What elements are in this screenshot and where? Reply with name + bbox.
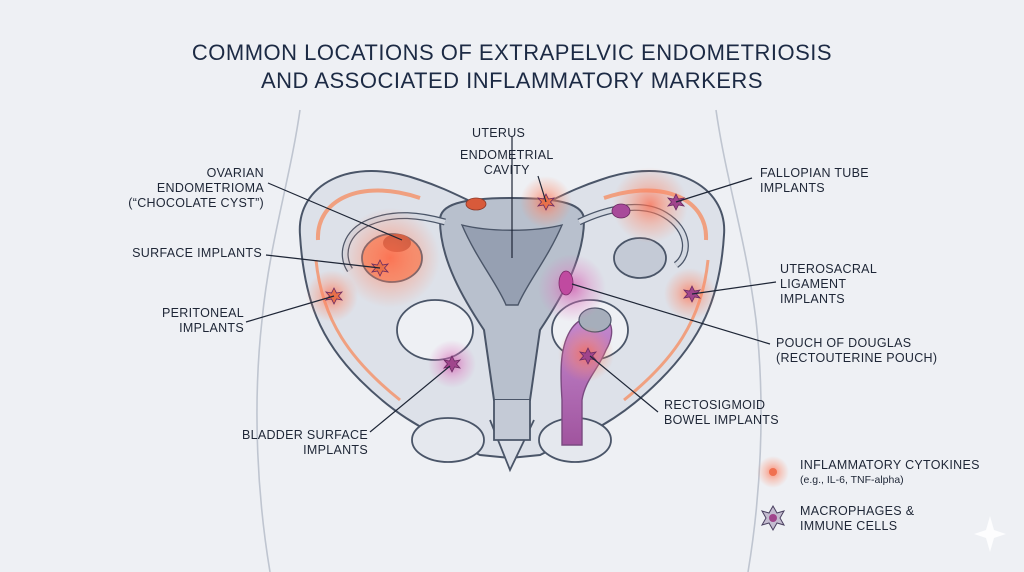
label-uterosacral-line: IMPLANTS <box>780 292 845 306</box>
label-fallopian-line: FALLOPIAN TUBE <box>760 166 869 180</box>
label-uterosacral-ligament-implants: UTEROSACRAL LIGAMENT IMPLANTS <box>780 262 877 307</box>
implant-marker-icon <box>578 347 598 365</box>
legend-macrophage-icon <box>760 504 786 532</box>
label-ovarian-line: OVARIAN <box>206 166 264 180</box>
legend-macrophages: MACROPHAGES & IMMUNE CELLS <box>800 504 914 534</box>
implant-marker-icon <box>442 355 462 373</box>
label-endometrial-cavity: ENDOMETRIAL CAVITY <box>460 148 554 178</box>
glow-ovary <box>340 208 440 308</box>
label-surface-implants: SURFACE IMPLANTS <box>132 246 262 261</box>
label-rectosigmoid-bowel-implants: RECTOSIGMOID BOWEL IMPLANTS <box>664 398 779 428</box>
label-ovarian-line: ENDOMETRIOMA <box>156 181 264 195</box>
label-bladder-line: IMPLANTS <box>303 443 368 457</box>
body-outline-left <box>256 109 301 572</box>
label-uterus: UTERUS <box>472 126 525 141</box>
label-uterosacral-line: UTEROSACRAL <box>780 262 878 276</box>
label-endometrial-cavity-line: ENDOMETRIAL <box>460 148 554 162</box>
label-bladder-line: BLADDER SURFACE <box>241 428 368 442</box>
legend-cytokines: INFLAMMATORY CYTOKINES (e.g., IL-6, TNF-… <box>800 458 980 488</box>
legend-cytokines-subtitle: (e.g., IL-6, TNF-alpha) <box>800 474 904 486</box>
title-line-1: COMMON LOCATIONS OF EXTRAPELVIC ENDOMETR… <box>191 40 833 65</box>
label-pouch-of-douglas: POUCH OF DOUGLAS (RECTOUTERINE POUCH) <box>776 336 937 366</box>
label-peritoneal-line: IMPLANTS <box>179 321 244 335</box>
label-ovarian-line: (“CHOCOLATE CYST”) <box>128 196 264 210</box>
endometrial-cavity <box>460 223 564 306</box>
label-pouch-line: POUCH OF DOUGLAS <box>776 336 912 350</box>
body-outline-right <box>715 109 762 572</box>
ovary-right <box>613 237 667 279</box>
label-surface-implants-text: SURFACE IMPLANTS <box>132 246 262 260</box>
label-uterosacral-line: LIGAMENT <box>780 277 847 291</box>
label-ovarian-endometrioma: OVARIAN ENDOMETRIOMA (“CHOCOLATE CYST”) <box>128 166 264 211</box>
label-rectosigmoid-line: RECTOSIGMOID <box>664 398 766 412</box>
label-fallopian-tube-implants: FALLOPIAN TUBE IMPLANTS <box>760 166 869 196</box>
label-peritoneal-line: PERITONEAL <box>162 306 244 320</box>
label-rectosigmoid-line: BOWEL IMPLANTS <box>664 413 779 427</box>
label-peritoneal-implants: PERITONEAL IMPLANTS <box>162 306 244 336</box>
sparkle-icon <box>974 516 1006 552</box>
title-line-2: AND ASSOCIATED INFLAMMATORY MARKERS <box>260 68 763 93</box>
label-bladder-surface-implants: BLADDER SURFACE IMPLANTS <box>242 428 368 458</box>
label-fallopian-line: IMPLANTS <box>760 181 825 195</box>
legend-cytokines-title: INFLAMMATORY CYTOKINES <box>800 458 980 472</box>
legend-macrophages-line: IMMUNE CELLS <box>800 519 898 533</box>
label-pouch-line: (RECTOUTERINE POUCH) <box>776 351 938 365</box>
legend-macrophages-line: MACROPHAGES & <box>800 504 915 518</box>
label-endometrial-cavity-line: CAVITY <box>483 163 530 177</box>
label-uterus-text: UTERUS <box>472 126 526 140</box>
glow-fallopian <box>612 167 688 243</box>
